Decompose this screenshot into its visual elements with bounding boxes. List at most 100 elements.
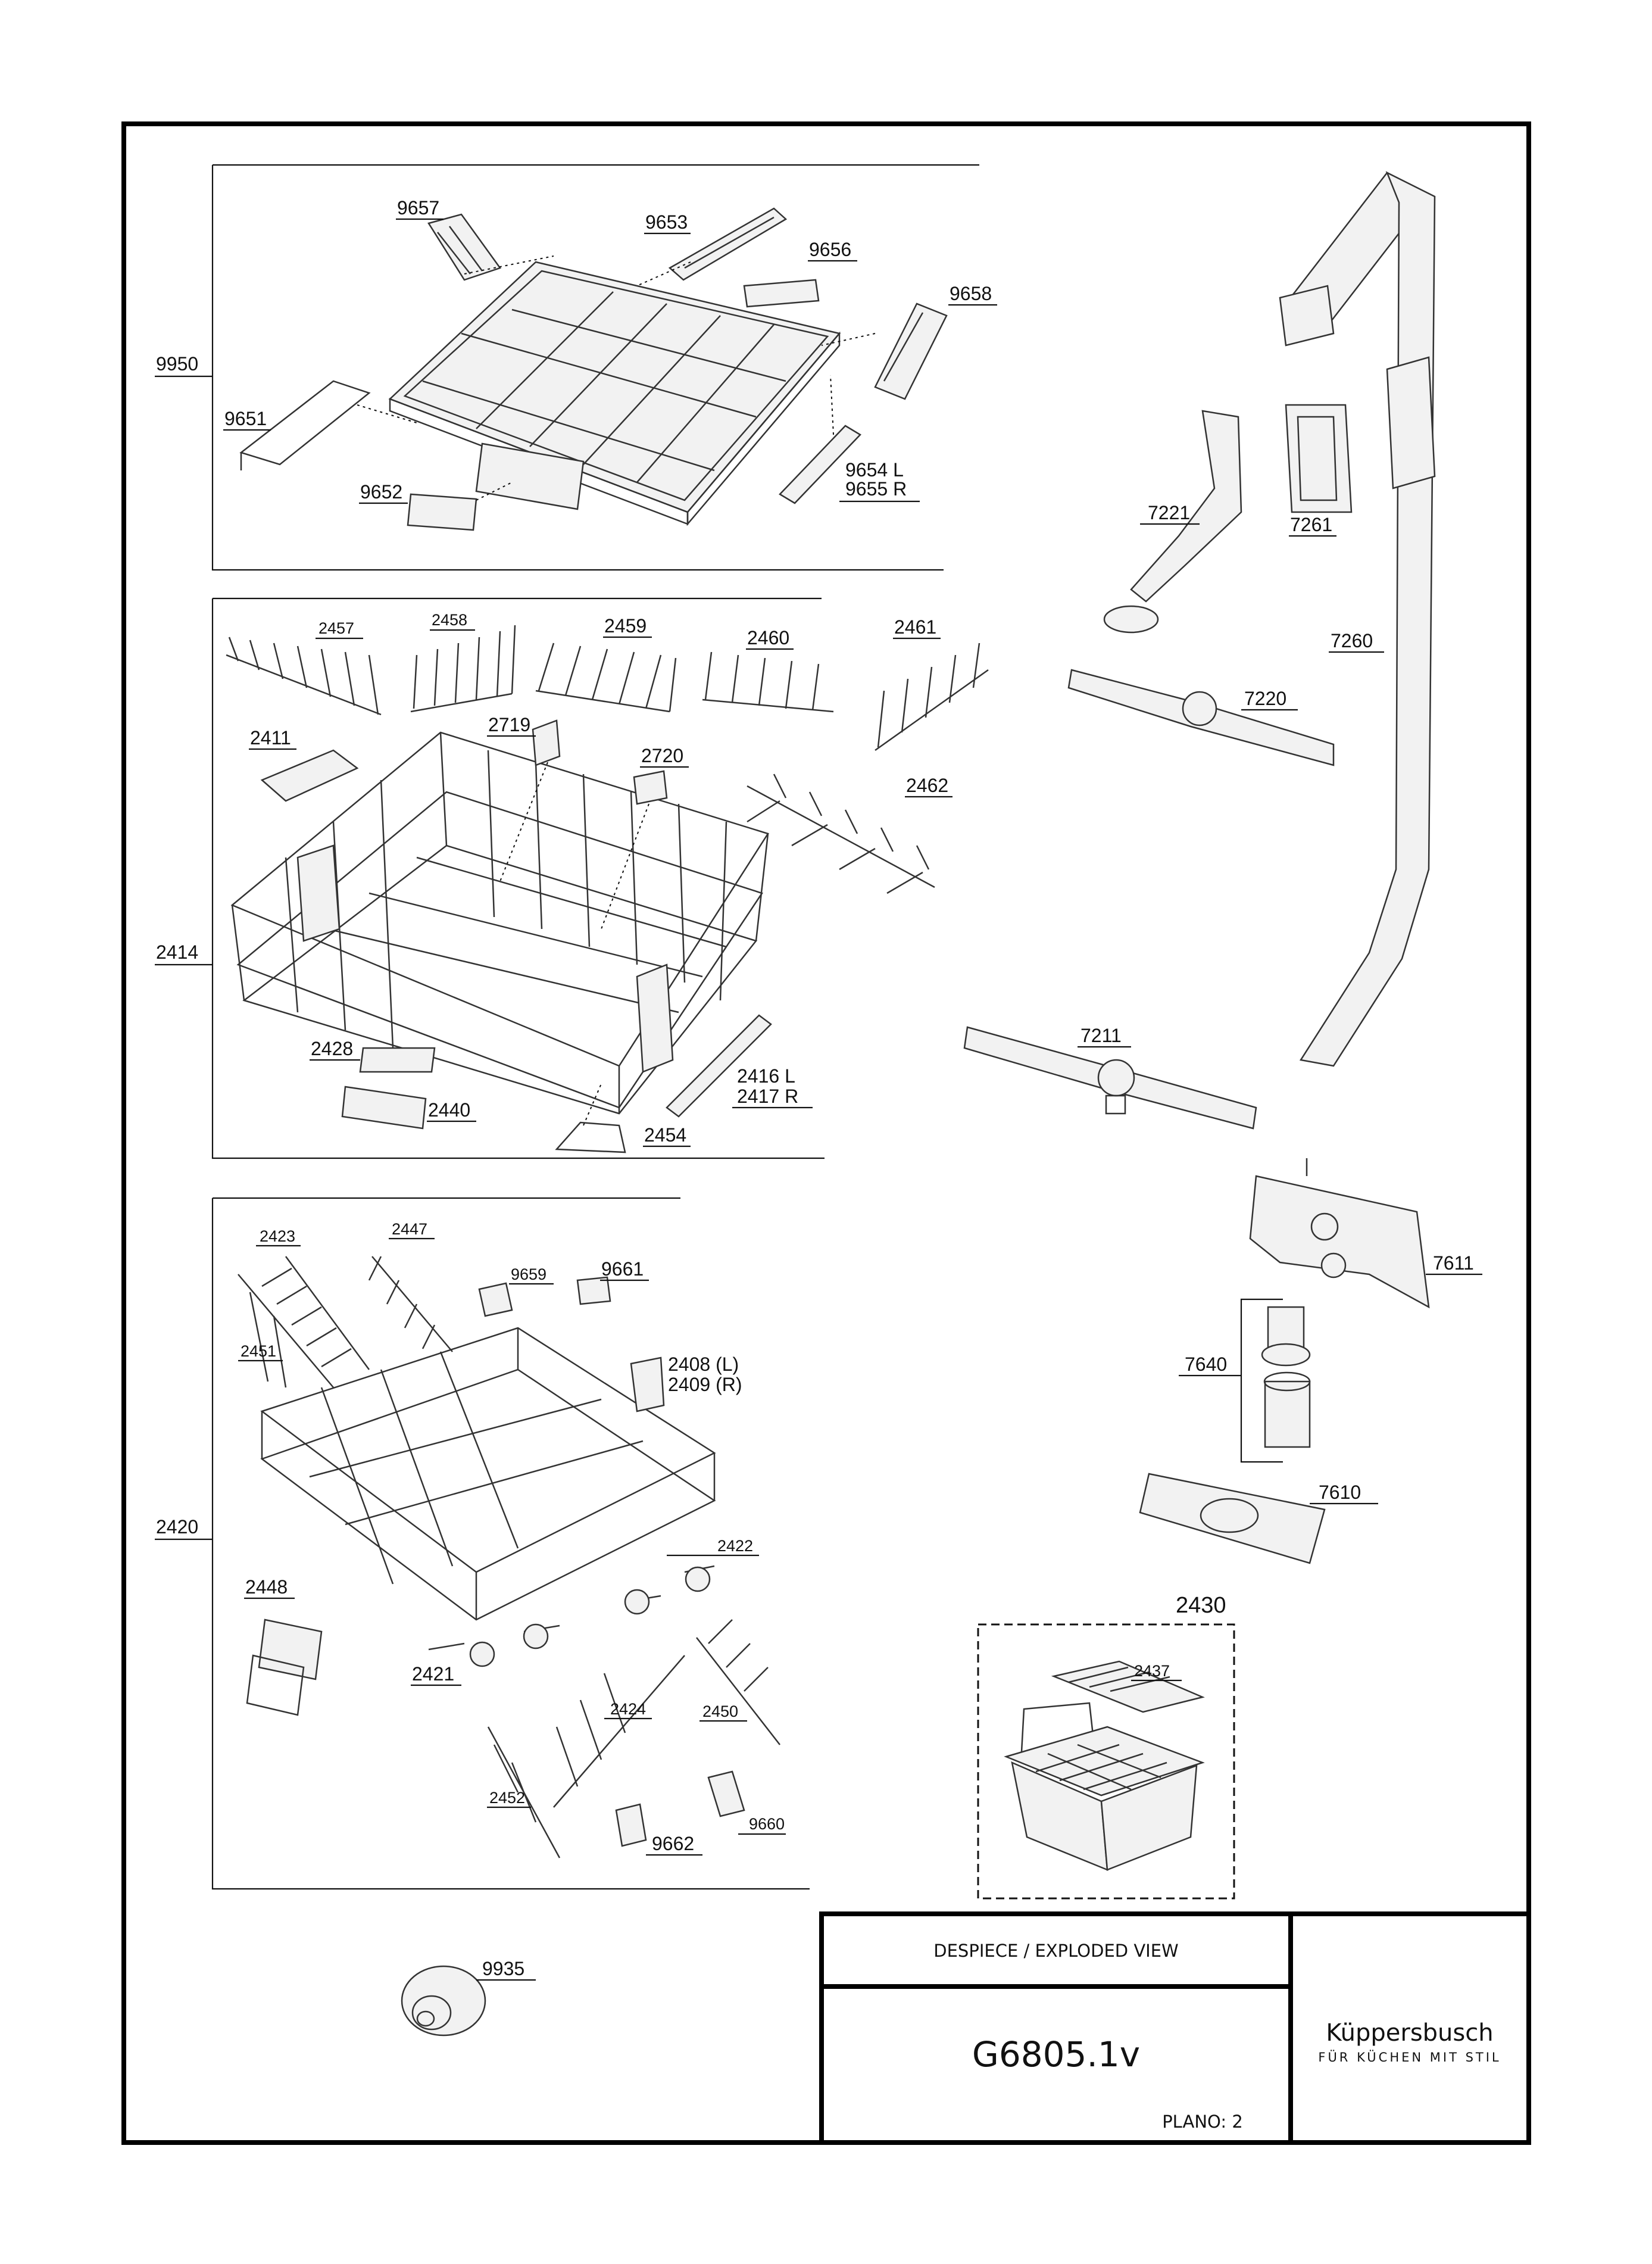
title-block: DESPIECE / EXPLODED VIEW G6805.1v PLANO:… bbox=[819, 1911, 1531, 2145]
label-2421: 2421 bbox=[412, 1663, 454, 1685]
filter-system: 7611 7640 7610 bbox=[1139, 1158, 1482, 1564]
label-2452: 2452 bbox=[489, 1789, 525, 1807]
label-2719: 2719 bbox=[488, 714, 530, 735]
part-2720-drawing bbox=[633, 770, 668, 805]
part-7610-drawing bbox=[1139, 1473, 1326, 1564]
label-2450: 2450 bbox=[702, 1702, 738, 1720]
label-9657: 9657 bbox=[397, 197, 439, 219]
label-9658: 9658 bbox=[950, 283, 992, 304]
part-9935-drawing bbox=[401, 1965, 486, 2037]
label-2454: 2454 bbox=[644, 1124, 686, 1146]
label-2457: 2457 bbox=[318, 619, 354, 637]
label-9655: 9655 R bbox=[845, 478, 907, 500]
part-9651-drawing bbox=[239, 380, 371, 470]
part-9935: 9935 bbox=[401, 1958, 536, 2037]
label-7260: 7260 bbox=[1331, 630, 1373, 651]
label-9662: 9662 bbox=[652, 1833, 694, 1854]
part-7640-drawing bbox=[1261, 1306, 1311, 1448]
label-2461: 2461 bbox=[894, 616, 936, 638]
part-7261-drawing bbox=[1285, 404, 1353, 513]
label-2459: 2459 bbox=[604, 615, 647, 637]
part-9662-drawing bbox=[615, 1803, 647, 1847]
brand-logo: Küppersbusch bbox=[1326, 2019, 1493, 2047]
tine-racks-drawing bbox=[226, 625, 989, 894]
label-2424: 2424 bbox=[610, 1700, 646, 1718]
title-heading: DESPIECE / EXPLODED VIEW bbox=[933, 1941, 1178, 1961]
lower-basket-wheels-drawing bbox=[469, 1566, 711, 1667]
label-7611: 7611 bbox=[1433, 1252, 1474, 1274]
section-2420: 2420 2423 2447 9659 9661 2451 2408 (L) 2… bbox=[155, 1197, 810, 1890]
label-9656: 9656 bbox=[809, 239, 851, 260]
label-2430: 2430 bbox=[1176, 1593, 1226, 1618]
label-9660: 9660 bbox=[749, 1815, 785, 1833]
upper-basket-drawing bbox=[230, 731, 769, 1115]
label-2440: 2440 bbox=[428, 1099, 470, 1121]
part-2408-drawing bbox=[630, 1356, 665, 1412]
part-9657-drawing bbox=[427, 213, 502, 281]
part-9656-drawing bbox=[743, 279, 820, 308]
label-9652: 9652 bbox=[360, 481, 402, 503]
label-7610: 7610 bbox=[1319, 1482, 1361, 1503]
label-2416: 2416 L bbox=[737, 1065, 795, 1087]
label-2448: 2448 bbox=[245, 1576, 288, 1598]
label-2428: 2428 bbox=[311, 1038, 353, 1059]
label-7261: 7261 bbox=[1290, 514, 1332, 535]
label-2447: 2447 bbox=[392, 1220, 427, 1238]
lower-racks-drawing bbox=[238, 1256, 780, 1858]
label-2409: 2409 (R) bbox=[668, 1374, 742, 1395]
part-2448-drawing bbox=[246, 1619, 323, 1716]
section-2414: 2414 2457 2458 2459 2460 2461 2411 2719 … bbox=[155, 597, 989, 1159]
label-2411: 2411 bbox=[250, 727, 291, 749]
plan-number: PLANO: 2 bbox=[1162, 2112, 1243, 2132]
label-2414: 2414 bbox=[156, 941, 198, 963]
label-7211: 7211 bbox=[1080, 1025, 1122, 1046]
label-2720: 2720 bbox=[641, 745, 683, 766]
part-9661-drawing bbox=[576, 1276, 611, 1305]
label-9651: 9651 bbox=[224, 408, 267, 429]
label-2460: 2460 bbox=[747, 627, 789, 648]
cutlery-basket-drawing bbox=[1004, 1702, 1205, 1871]
part-9658-drawing bbox=[874, 303, 948, 400]
brand-tagline: FÜR KÜCHEN MIT STIL bbox=[1318, 2050, 1501, 2065]
label-2458: 2458 bbox=[432, 611, 467, 629]
part-7211-drawing bbox=[963, 1026, 1257, 1130]
part-7220-drawing bbox=[1067, 669, 1335, 766]
label-2408: 2408 (L) bbox=[668, 1354, 739, 1375]
cutlery-basket-box bbox=[977, 1623, 1235, 1900]
part-2454-drawing bbox=[555, 1121, 626, 1153]
label-2451: 2451 bbox=[241, 1342, 276, 1360]
part-9653-drawing bbox=[668, 207, 788, 281]
label-2462: 2462 bbox=[906, 775, 948, 796]
label-2420: 2420 bbox=[156, 1516, 198, 1538]
label-9654: 9654 L bbox=[845, 459, 904, 481]
section-9950: 9950 9657 9653 9656 9658 9651 9652 9654 … bbox=[155, 164, 997, 571]
label-2417: 2417 R bbox=[737, 1086, 798, 1107]
section-2430: 2430 2437 bbox=[977, 1593, 1235, 1900]
cutlery-tray-drawing bbox=[388, 261, 841, 526]
label-9950: 9950 bbox=[156, 353, 198, 375]
label-9661: 9661 bbox=[601, 1258, 644, 1280]
label-2423: 2423 bbox=[260, 1227, 295, 1245]
part-9659-drawing bbox=[478, 1282, 513, 1317]
label-7640: 7640 bbox=[1185, 1354, 1227, 1375]
label-7221: 7221 bbox=[1148, 502, 1190, 523]
label-9935: 9935 bbox=[482, 1958, 524, 1979]
part-2411-drawing bbox=[260, 749, 359, 802]
label-2437: 2437 bbox=[1134, 1662, 1170, 1680]
part-9660-drawing bbox=[707, 1770, 745, 1817]
pipe-7260-drawing bbox=[1279, 171, 1436, 1067]
part-2437-drawing bbox=[1051, 1660, 1205, 1713]
part-9652-drawing bbox=[407, 493, 477, 531]
part-2719-drawing bbox=[532, 719, 561, 766]
label-2422: 2422 bbox=[717, 1537, 753, 1555]
part-7221-drawing bbox=[1103, 410, 1242, 634]
part-7611-drawing bbox=[1249, 1158, 1430, 1309]
model-number: G6805.1v bbox=[972, 2034, 1140, 2075]
label-9653: 9653 bbox=[645, 211, 688, 233]
label-7220: 7220 bbox=[1244, 688, 1286, 709]
part-2416-drawing bbox=[666, 1014, 772, 1118]
part-9654-drawing bbox=[779, 425, 861, 504]
part-2428-2440-drawing bbox=[341, 1047, 436, 1130]
spray-system: 7221 7261 7260 7220 7211 bbox=[963, 171, 1436, 1130]
